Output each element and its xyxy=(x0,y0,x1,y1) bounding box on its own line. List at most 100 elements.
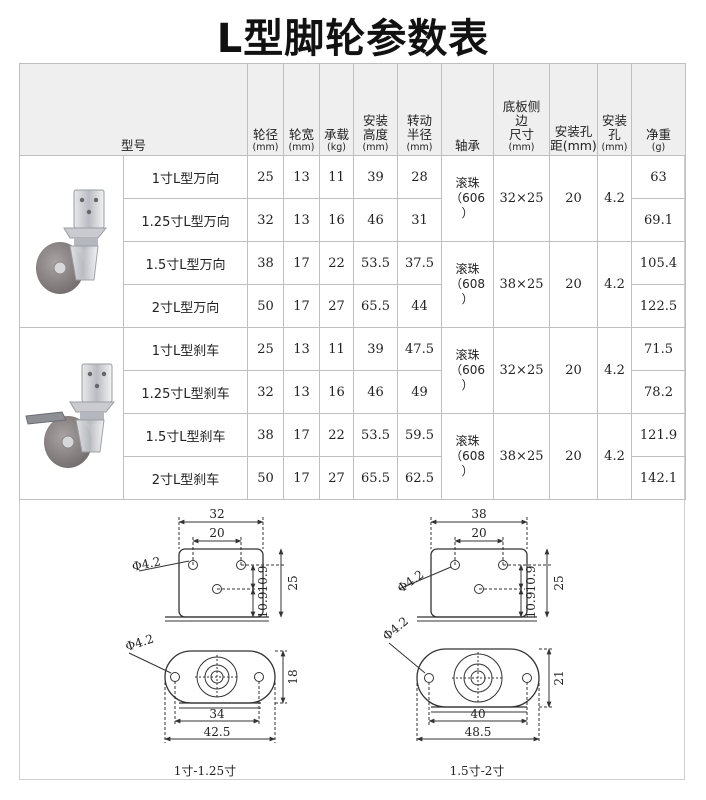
table-row: 1.25寸L型刹车 32 13 16 46 49 78.2 xyxy=(20,370,687,414)
dim-label: 25 xyxy=(552,575,566,590)
caption-small: 1寸-1.25寸 xyxy=(174,764,236,778)
dim-label: 42.5 xyxy=(204,725,231,739)
header-bearing: 轴承 xyxy=(441,63,495,156)
model-cell: 1.25寸L型万向 xyxy=(122,198,249,242)
hole-dist-cell: 20 xyxy=(549,155,599,242)
header-weight: 净重(g) xyxy=(631,63,687,156)
dim-label: 20 xyxy=(209,526,224,540)
dim-label: 32 xyxy=(209,507,224,521)
small-base-drawing xyxy=(128,650,287,743)
dim-label: Φ4.2 xyxy=(395,567,427,595)
weight-cell: 71.5 xyxy=(631,327,687,371)
wheel-width-cell: 17 xyxy=(283,241,321,285)
load-cell: 11 xyxy=(319,327,355,371)
weight-cell: 105.4 xyxy=(631,241,687,285)
radius-cell: 28 xyxy=(397,155,443,199)
dim-label: 21 xyxy=(552,670,566,685)
dim-label: 10.9 xyxy=(256,566,270,593)
weight-cell: 122.5 xyxy=(631,284,687,328)
model-cell: 1.5寸L型刹车 xyxy=(122,413,249,457)
hole-cell: 4.2 xyxy=(597,155,633,242)
dim-label: 34 xyxy=(209,707,225,721)
model-cell: 1寸L型万向 xyxy=(122,155,249,199)
height-cell: 46 xyxy=(353,198,399,242)
wheel-width-cell: 17 xyxy=(283,284,321,328)
wheel-dia-cell: 50 xyxy=(247,456,285,500)
caption-large: 1.5寸-2寸 xyxy=(450,764,505,778)
swivel-caster-icon xyxy=(35,189,107,294)
load-cell: 16 xyxy=(319,198,355,242)
load-cell: 16 xyxy=(319,370,355,414)
table-row: 1寸L型刹车 25 13 11 39 47.5 滚珠（606） 32×25 20… xyxy=(19,327,687,500)
load-cell: 22 xyxy=(319,413,355,457)
dim-label: Φ4.2 xyxy=(124,632,156,654)
height-cell: 53.5 xyxy=(353,413,399,457)
radius-cell: 62.5 xyxy=(397,456,443,500)
hole-dist-cell: 20 xyxy=(549,241,599,328)
dim-label: 20 xyxy=(471,526,486,540)
plate-cell: 38×25 xyxy=(493,413,551,500)
weight-cell: 78.2 xyxy=(631,370,687,414)
wheel-dia-cell: 25 xyxy=(247,327,285,371)
wheel-width-cell: 13 xyxy=(283,370,321,414)
hole-cell: 4.2 xyxy=(597,413,633,500)
dim-label: Φ4.2 xyxy=(380,614,411,643)
model-cell: 2寸L型刹车 xyxy=(122,456,249,500)
radius-cell: 49 xyxy=(397,370,443,414)
wheel-dia-cell: 32 xyxy=(247,198,285,242)
dim-label: 38 xyxy=(471,507,486,521)
header-wheel-width: 轮宽(mm) xyxy=(283,63,321,156)
model-cell: 1.25寸L型刹车 xyxy=(122,370,249,414)
height-cell: 65.5 xyxy=(353,456,399,500)
hole-cell: 4.2 xyxy=(597,327,633,414)
wheel-dia-cell: 32 xyxy=(247,370,285,414)
bearing-cell: 滚珠（608） xyxy=(441,413,495,500)
header-model: 型号 xyxy=(18,63,249,156)
model-cell: 1寸L型刹车 xyxy=(122,327,249,371)
table-row: 1寸L型万向 25 13 11 39 28 滚珠（606） 32×25 20 4… xyxy=(19,155,687,328)
load-cell: 27 xyxy=(319,456,355,500)
wheel-width-cell: 13 xyxy=(283,198,321,242)
hole-dist-cell: 20 xyxy=(549,327,599,414)
model-cell: 1.5寸L型万向 xyxy=(122,241,249,285)
plate-cell: 38×25 xyxy=(493,241,551,328)
header-wheel-dia: 轮径(mm) xyxy=(247,63,285,156)
table-row: 1.25寸L型万向 32 13 16 46 31 69.1 xyxy=(20,198,687,242)
wheel-dia-cell: 38 xyxy=(247,241,285,285)
header-radius: 转动半径(mm) xyxy=(397,63,443,156)
dim-label: Φ4.2 xyxy=(131,554,162,574)
load-cell: 22 xyxy=(319,241,355,285)
plate-cell: 32×25 xyxy=(493,155,551,242)
weight-cell: 121.9 xyxy=(631,413,687,457)
dim-label: 18 xyxy=(286,669,300,684)
brake-caster-image xyxy=(19,327,124,500)
weight-cell: 142.1 xyxy=(631,456,687,500)
plate-cell: 32×25 xyxy=(493,327,551,414)
height-cell: 39 xyxy=(353,155,399,199)
bearing-cell: 滚珠（608） xyxy=(441,241,495,328)
spec-table: 型号 轮径(mm) 轮宽(mm) 承载(kg) 安装高度(mm) 转动半径(mm… xyxy=(18,63,687,500)
wheel-width-cell: 13 xyxy=(283,327,321,371)
dim-label: 10.9 xyxy=(256,592,270,619)
dim-label: 10.9 xyxy=(524,592,538,619)
model-cell: 2寸L型万向 xyxy=(122,284,249,328)
weight-cell: 69.1 xyxy=(631,198,687,242)
bearing-cell: 滚珠（606） xyxy=(441,327,495,414)
header-row: 型号 轮径(mm) 轮宽(mm) 承载(kg) 安装高度(mm) 转动半径(mm… xyxy=(18,63,687,156)
radius-cell: 59.5 xyxy=(397,413,443,457)
weight-cell: 63 xyxy=(631,155,687,199)
large-plate-drawing xyxy=(398,517,551,622)
table-row: 1.5寸L型万向 38 17 22 53.5 37.5 滚珠（608） 38×2… xyxy=(20,241,687,328)
header-hole: 安装孔(mm) xyxy=(597,63,633,156)
height-cell: 53.5 xyxy=(353,241,399,285)
page-title: L型脚轮参数表 xyxy=(216,16,490,62)
dim-label: 40 xyxy=(470,707,485,721)
load-cell: 11 xyxy=(319,155,355,199)
radius-cell: 31 xyxy=(397,198,443,242)
wheel-width-cell: 17 xyxy=(283,413,321,457)
brake-caster-icon xyxy=(24,363,115,468)
dim-label: 48.5 xyxy=(465,725,492,739)
swivel-caster-image xyxy=(19,155,124,328)
small-plate-drawing xyxy=(138,517,285,622)
radius-cell: 44 xyxy=(397,284,443,328)
